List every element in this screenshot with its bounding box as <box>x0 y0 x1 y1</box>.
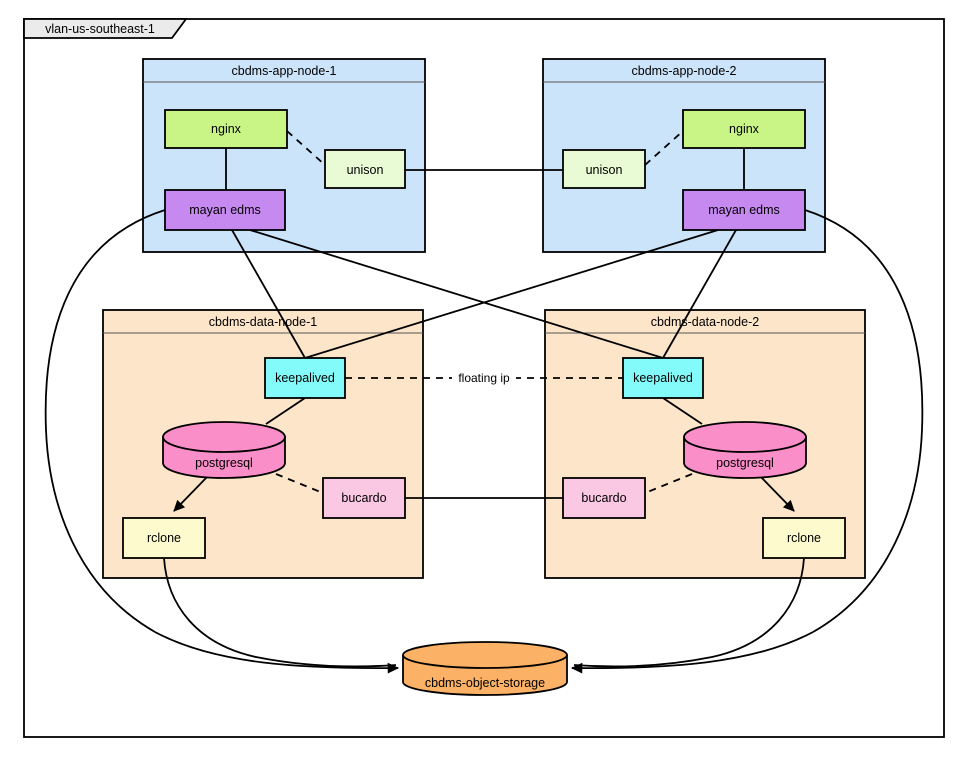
keepalived-1-label: keepalived <box>275 371 335 385</box>
keepalived-1-box <box>264 357 346 399</box>
unison-2-label: unison <box>586 163 623 177</box>
rclone-2-box <box>762 517 846 559</box>
mayan-edms-1-label: mayan edms <box>189 203 261 217</box>
edge-mayan2-object-storage-curve <box>570 209 924 674</box>
data-node-1-title: cbdms-data-node-1 <box>209 315 317 329</box>
mayan-edms-2-box <box>682 189 806 231</box>
rclone-1-label: rclone <box>147 531 181 545</box>
floating-ip-label-bg <box>452 369 516 387</box>
bucardo-2-label: bucardo <box>581 491 626 505</box>
edge-mayan1-object-storage-curve <box>44 209 400 674</box>
bucardo-2-box <box>562 477 646 519</box>
edge-postgresql1-bucardo1-dashed <box>275 473 324 494</box>
unison-1-box <box>324 149 406 189</box>
floating-ip-label: floating ip <box>458 371 510 385</box>
keepalived-2-label: keepalived <box>633 371 693 385</box>
edge-mayan2-keepalived2 <box>662 229 737 359</box>
app-node-2-title: cbdms-app-node-2 <box>632 64 737 78</box>
vlan-tab <box>23 18 188 39</box>
edge-keepalived1-postgresql1 <box>265 397 306 425</box>
edge-keepalived2-postgresql2 <box>662 397 703 425</box>
unison-2-box <box>562 149 646 189</box>
object-storage-label: cbdms-object-storage <box>425 676 545 690</box>
mayan-edms-1-box <box>164 189 286 231</box>
edge-nginx1-unison1-dashed <box>286 130 326 166</box>
rclone-2-label: rclone <box>787 531 821 545</box>
edge-postgresql2-bucardo2-dashed <box>644 473 693 494</box>
mayan-edms-2-label: mayan edms <box>708 203 780 217</box>
edge-rclone2-object-storage-curve <box>573 557 805 668</box>
edge-postgresql2-rclone2-arrow <box>760 476 795 512</box>
edge-mayan1-keepalived2 <box>249 229 664 359</box>
data-node-2-title: cbdms-data-node-2 <box>651 315 759 329</box>
edge-mayan1-keepalived1 <box>231 229 306 359</box>
bucardo-1-box <box>322 477 406 519</box>
unison-1-label: unison <box>347 163 384 177</box>
edge-unison2-nginx2-dashed <box>644 130 684 166</box>
object-storage-cylinder <box>402 641 568 696</box>
keepalived-2-box <box>622 357 704 399</box>
bucardo-1-label: bucardo <box>341 491 386 505</box>
edges <box>44 130 924 674</box>
postgresql-1-cylinder <box>162 421 286 479</box>
nginx-2-box <box>682 109 806 149</box>
postgresql-1-label: postgresql <box>195 456 253 470</box>
nginx-1-box <box>164 109 288 149</box>
rclone-1-box <box>122 517 206 559</box>
postgresql-2-label: postgresql <box>716 456 774 470</box>
app-node-1-title: cbdms-app-node-1 <box>232 64 337 78</box>
nginx-2-label: nginx <box>729 122 760 136</box>
vlan-label: vlan-us-southeast-1 <box>45 22 155 36</box>
nginx-1-label: nginx <box>211 122 242 136</box>
edge-mayan2-keepalived1 <box>304 229 719 359</box>
edge-postgresql1-rclone1-arrow <box>173 476 208 512</box>
edge-rclone1-object-storage-curve <box>163 557 397 668</box>
postgresql-2-cylinder <box>683 421 807 479</box>
